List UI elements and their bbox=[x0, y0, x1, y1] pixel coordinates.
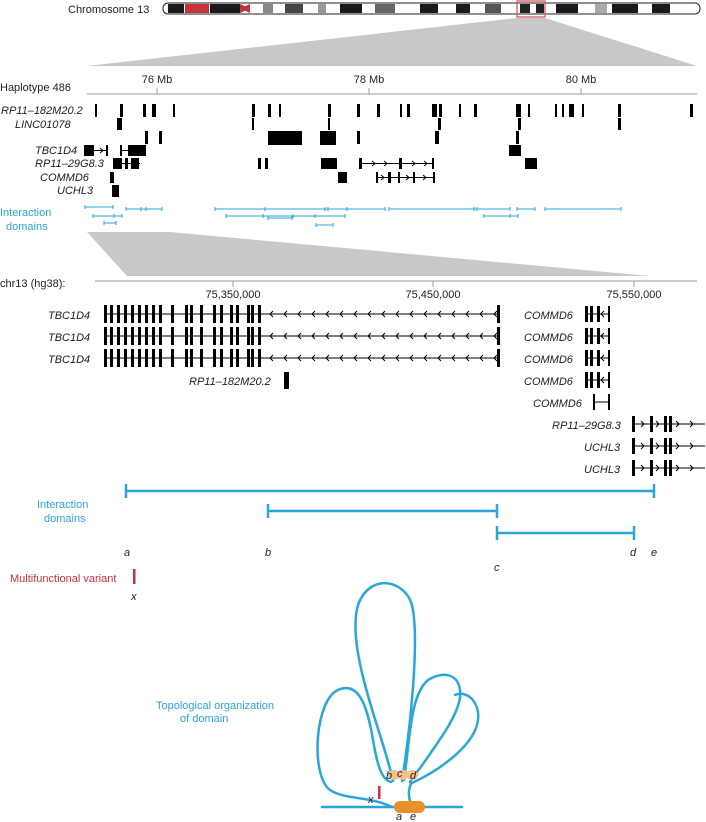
transcript-label-commd6-5: COMMD6 bbox=[533, 398, 583, 410]
commd6-transcript-4 bbox=[585, 372, 610, 388]
domain-letter-c: c bbox=[494, 562, 500, 574]
top-gene-labels: RP11–182M20.2 LINC01078 TBC1D4 RP11–29G8… bbox=[1, 105, 105, 197]
domain-letter-a: a bbox=[124, 547, 130, 559]
bottom-tick-3: 75,550,000 bbox=[606, 289, 661, 301]
transcript-label-tbc1d4-2: TBC1D4 bbox=[48, 332, 90, 344]
anchor-b bbox=[388, 770, 400, 780]
anchor-c bbox=[397, 770, 409, 780]
chromosome-ideogram bbox=[162, 0, 701, 18]
top-axis-ticks: 76 Mb 78 Mb 80 Mb bbox=[142, 74, 597, 94]
domain-letter-b: b bbox=[265, 547, 271, 559]
gene-label-uchl3: UCHL3 bbox=[57, 185, 94, 197]
variant-label: Multifunctional variant bbox=[10, 573, 116, 585]
top-tick-80: 80 Mb bbox=[566, 74, 597, 86]
transcript-label-commd6-4: COMMD6 bbox=[524, 376, 574, 388]
tbc1d4-transcripts bbox=[104, 305, 500, 367]
loop-right-outer bbox=[410, 692, 480, 785]
domain-letter-e: e bbox=[651, 547, 657, 559]
variant-marker bbox=[133, 569, 136, 584]
anchor-d bbox=[406, 770, 418, 780]
topo-letter-d: d bbox=[410, 770, 417, 782]
rp11-182-exon bbox=[284, 372, 289, 389]
commd6-transcript-2 bbox=[585, 328, 610, 344]
domain-b-c bbox=[266, 504, 499, 518]
top-interaction-domains bbox=[84, 205, 622, 227]
chromosome-title: Chromosome 13 bbox=[68, 4, 149, 16]
haplotype-label: Haplotype 486 bbox=[0, 82, 71, 94]
tbc1d4-transcript-2 bbox=[104, 327, 500, 345]
anchor-a-e bbox=[394, 801, 425, 813]
top-interaction-label-2: domains bbox=[6, 221, 48, 233]
loop-right bbox=[402, 673, 462, 784]
right-transcripts bbox=[585, 306, 705, 476]
domain-letters: a b c d e bbox=[124, 547, 657, 574]
zoom-wedge-top bbox=[87, 18, 697, 66]
gene-label-linc01078: LINC01078 bbox=[15, 119, 72, 131]
commd6-transcript-3 bbox=[585, 350, 610, 366]
bottom-interaction-domains bbox=[124, 484, 656, 540]
gene-label-tbc1d4: TBC1D4 bbox=[35, 145, 77, 157]
loop-left bbox=[316, 686, 394, 809]
transcript-label-tbc1d4-3: TBC1D4 bbox=[48, 354, 90, 366]
tbc1d4-transcript-3 bbox=[104, 349, 500, 367]
variant-letter: x bbox=[130, 591, 137, 603]
bottom-tick-2: 75,450,000 bbox=[405, 289, 460, 301]
gene-label-commd6: COMMD6 bbox=[40, 172, 90, 184]
top-gene-tracks bbox=[84, 104, 693, 197]
top-tick-78: 78 Mb bbox=[354, 74, 385, 86]
topology-variant-x bbox=[378, 786, 381, 799]
topo-letter-c: c bbox=[397, 768, 403, 780]
bottom-interaction-label-1: Interaction bbox=[37, 499, 88, 511]
gene-label-rp11-182: RP11–182M20.2 bbox=[1, 105, 83, 117]
topo-letter-a: a bbox=[396, 811, 402, 822]
bottom-axis-ticks: 75,350,000 75,450,000 75,550,000 bbox=[205, 281, 662, 301]
topology-anchors bbox=[378, 770, 425, 813]
bottom-interaction-label-2: domains bbox=[44, 513, 86, 525]
transcript-label-commd6-3: COMMD6 bbox=[524, 354, 574, 366]
transcript-label-commd6-1: COMMD6 bbox=[524, 310, 574, 322]
topo-letter-e: e bbox=[410, 811, 416, 822]
topology-letters: b c d x a e bbox=[367, 768, 417, 822]
transcript-label-rp11-182: RP11–182M20.2 bbox=[189, 376, 271, 388]
zoom-region-box bbox=[516, 0, 546, 18]
domain-a-e bbox=[124, 484, 656, 498]
loop-tall bbox=[354, 582, 417, 783]
bottom-tick-1: 75,350,000 bbox=[205, 289, 260, 301]
commd6-transcript-5 bbox=[593, 394, 610, 410]
zoom-wedge-bottom bbox=[87, 232, 650, 276]
topo-letter-x: x bbox=[367, 794, 374, 806]
commd6-transcript-1 bbox=[585, 306, 610, 322]
domain-c-d bbox=[495, 526, 636, 540]
tbc1d4-transcript-1 bbox=[104, 305, 500, 323]
bottom-axis-label: chr13 (hg38): bbox=[0, 278, 65, 290]
topo-letter-b: b bbox=[386, 770, 392, 782]
transcript-label-uchl3-2: UCHL3 bbox=[584, 464, 621, 476]
forward-transcript-1 bbox=[632, 416, 705, 432]
transcript-label-commd6-2: COMMD6 bbox=[524, 332, 574, 344]
topology-label-2: of domain bbox=[180, 713, 228, 725]
top-interaction-label-1: Interaction bbox=[0, 207, 51, 219]
domain-letter-d: d bbox=[630, 547, 637, 559]
forward-transcript-2 bbox=[632, 438, 705, 454]
forward-transcript-3 bbox=[632, 460, 705, 476]
topology-loops bbox=[316, 582, 480, 809]
gene-label-rp11-29g8: RP11–29G8.3 bbox=[35, 158, 105, 170]
top-tick-76: 76 Mb bbox=[142, 74, 173, 86]
transcript-label-uchl3-1: UCHL3 bbox=[584, 442, 621, 454]
transcript-label-rp11-29g8: RP11–29G8.3 bbox=[552, 420, 622, 432]
topology-label-1: Topological organization bbox=[156, 700, 274, 712]
transcript-label-tbc1d4-1: TBC1D4 bbox=[48, 310, 90, 322]
